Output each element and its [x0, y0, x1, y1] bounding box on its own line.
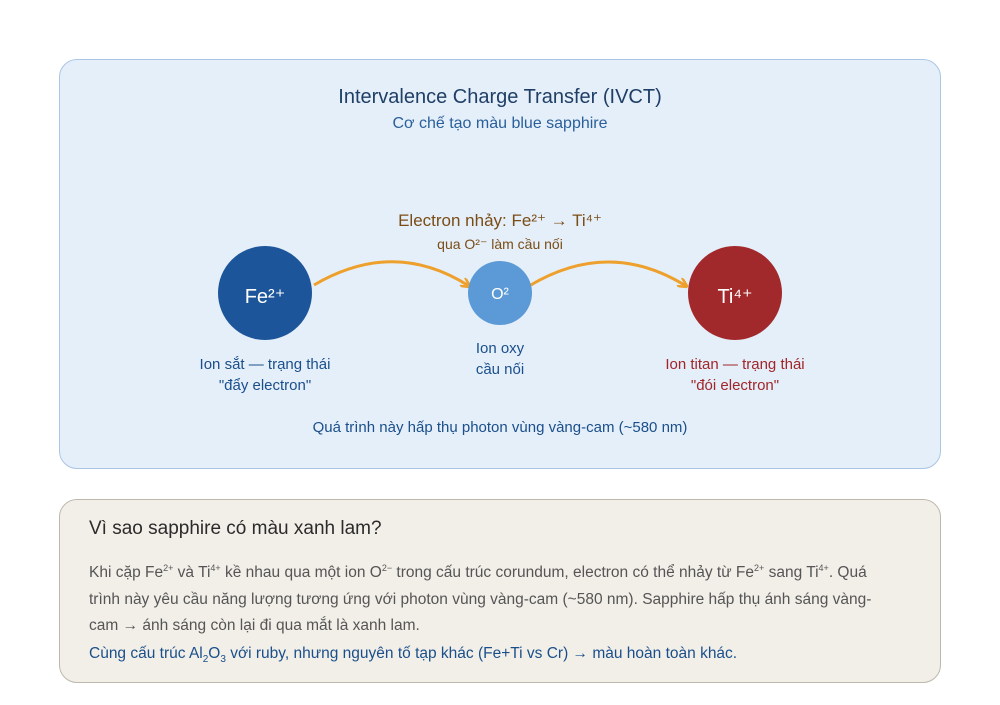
ruby-comparison-note: Cùng cấu trúc Al2O3 với ruby, nhưng nguy…	[89, 645, 738, 666]
diagram-subtitle: Cơ chế tạo màu blue sapphire	[392, 115, 608, 132]
o-caption-line-2: cầu nối	[475, 361, 525, 378]
fe-caption-line-2: "đẩy electron"	[218, 377, 312, 394]
absorption-note: Quá trình này hấp thụ photon vùng vàng-c…	[312, 419, 688, 436]
o-ion-circle	[468, 261, 532, 325]
o-ion-label: O²	[491, 286, 509, 303]
explanation-body: Khi cặp Fe2+ và Ti4+ kề nhau qua một ion…	[89, 563, 872, 635]
ti-caption-line-1: Ion titan — trạng thái	[665, 356, 805, 373]
explanation-panel	[59, 499, 941, 683]
fe-ion-caption: Ion sắt — trạng thái "đẩy electron"	[135, 354, 395, 396]
electron-transfer-label: Electron nhảy: Fe²⁺ → Ti⁴⁺	[398, 211, 602, 230]
explanation-title: Vì sao sapphire có màu xanh lam?	[89, 518, 382, 539]
fe-ion-label: Fe²⁺	[244, 286, 286, 308]
o-ion-caption: Ion oxy cầu nối	[370, 338, 630, 380]
fe-ion-circle	[218, 246, 312, 340]
ti-ion-label: Ti⁴⁺	[717, 286, 753, 308]
ti-caption-line-2: "đói electron"	[690, 377, 780, 394]
fe-caption-line-1: Ion sắt — trạng thái	[199, 356, 331, 373]
electron-arrow-fe-to-o	[313, 260, 469, 286]
o-caption-line-1: Ion oxy	[475, 340, 525, 357]
ti-ion-caption: Ion titan — trạng thái "đói electron"	[605, 354, 865, 396]
oxygen-bridge-label: qua O²⁻ làm cầu nối	[437, 236, 563, 252]
ti-ion-circle	[688, 246, 782, 340]
diagram-title: Intervalence Charge Transfer (IVCT)	[338, 86, 662, 108]
electron-arrow-o-to-ti	[528, 260, 686, 286]
